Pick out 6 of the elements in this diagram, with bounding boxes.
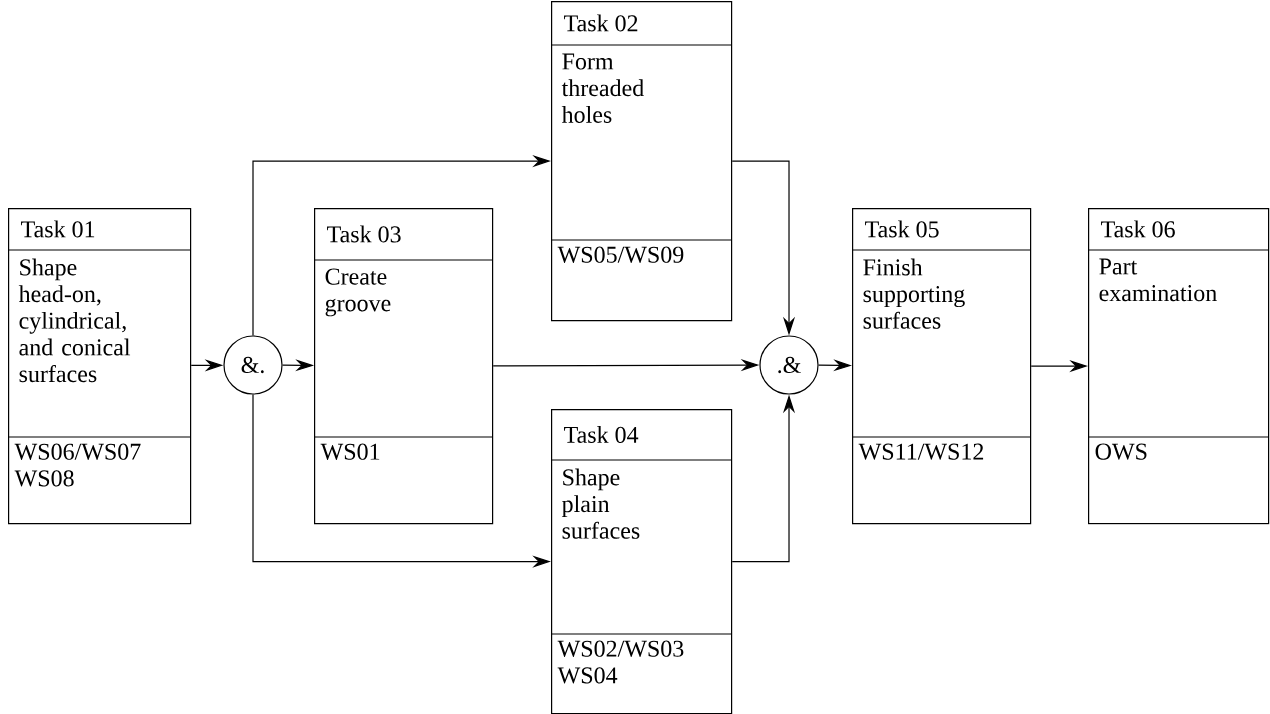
task-box: Task 02 Form threaded holes WS05/WS09 [550, 1, 733, 322]
task-box: Task 06 Part examination OWS [1087, 208, 1270, 525]
task-box: Task 03 Create groove WS01 [313, 208, 494, 525]
task-box: Task 01 Shape head-on, cylindrical, and conical surfaces WS06/WS07 WS08 [7, 208, 192, 525]
task-box: Task 04 Shape plain surfaces WS02/WS03 WS04 [550, 409, 733, 714]
task-box: Task 05 Finish supporting surfaces WS11/WS12 [851, 208, 1032, 525]
